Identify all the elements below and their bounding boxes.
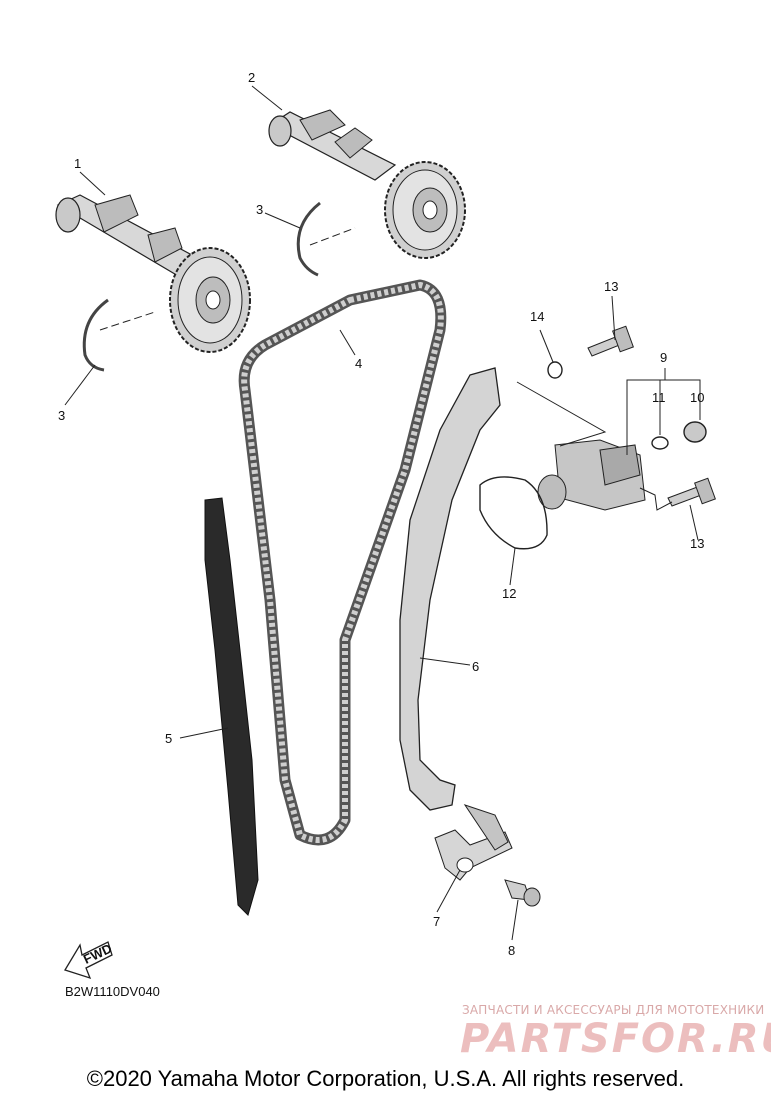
diagram-code: B2W1110DV040 (65, 984, 160, 999)
bolt-upper[interactable] (587, 325, 634, 357)
stopper-bolt[interactable] (504, 879, 541, 907)
callout-3-lower: 3 (58, 408, 65, 423)
chain-guide[interactable] (204, 497, 259, 916)
callout-1: 1 (74, 156, 81, 171)
intake-camshaft[interactable] (55, 194, 251, 353)
callout-12: 12 (502, 586, 516, 601)
callout-10: 10 (690, 390, 704, 405)
intake-cam-sprocket (169, 247, 251, 353)
callout-13-upper: 13 (604, 279, 618, 294)
washer-14[interactable] (547, 361, 563, 379)
callout-9: 9 (660, 350, 667, 365)
watermark-brand: PARTSFOR.RU (460, 1016, 771, 1062)
callout-8: 8 (508, 943, 515, 958)
assembly-line (99, 311, 156, 331)
callout-4: 4 (355, 356, 362, 371)
copyright-footer: ©2020 Yamaha Motor Corporation, U.S.A. A… (86, 1066, 685, 1091)
fwd-arrow-icon: FWD (64, 941, 114, 980)
circlip-upper[interactable] (296, 201, 321, 277)
callout-7: 7 (433, 914, 440, 929)
circlip-lower[interactable] (82, 298, 109, 372)
callout-14: 14 (530, 309, 544, 324)
watermark-tagline: ЗАПЧАСТИ И АКСЕССУАРЫ ДЛЯ МОТОТЕХНИКИ (462, 1003, 765, 1017)
callout-5: 5 (165, 731, 172, 746)
washer-11[interactable] (651, 436, 669, 450)
callout-6: 6 (472, 659, 479, 674)
timing-chain-links (241, 282, 444, 843)
callout-3-upper: 3 (256, 202, 263, 217)
chain-tensioner-assembly[interactable] (537, 439, 646, 511)
assembly-line (309, 227, 356, 246)
nut-10[interactable] (683, 421, 707, 443)
callout-11: 11 (652, 390, 666, 405)
chain-stopper[interactable] (434, 804, 513, 881)
exhaust-camshaft[interactable] (268, 109, 466, 259)
callout-2: 2 (248, 70, 255, 85)
tensioner-gasket[interactable] (479, 476, 548, 550)
leader-lines (64, 85, 701, 941)
bolt-lower[interactable] (667, 477, 716, 507)
exhaust-cam-sprocket (384, 161, 466, 259)
tensioner-arm[interactable] (399, 367, 501, 811)
callout-13-lower: 13 (690, 536, 704, 551)
